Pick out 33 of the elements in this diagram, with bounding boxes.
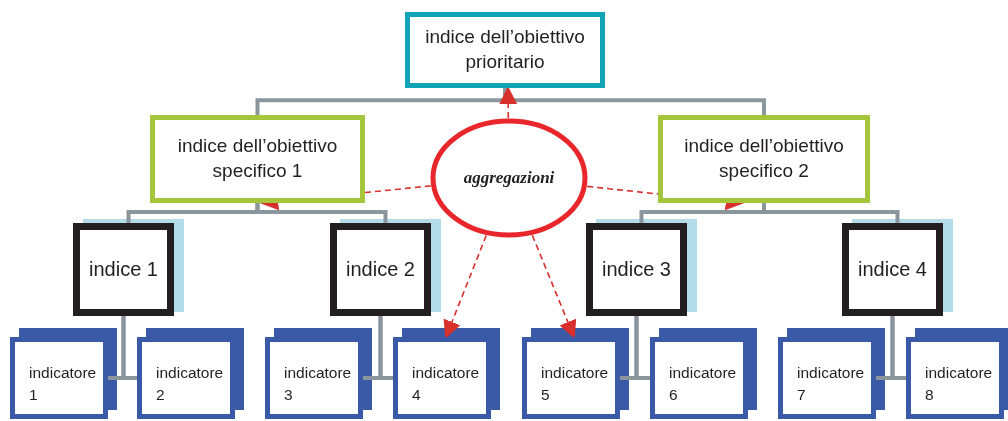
index-box bbox=[586, 223, 687, 316]
connector-line bbox=[634, 316, 650, 380]
dashed-arrow bbox=[499, 86, 518, 119]
aggregation-ellipse bbox=[430, 118, 588, 238]
node-text: indice dell’obiettivo specifico 2 bbox=[683, 134, 845, 183]
objective-box bbox=[658, 115, 870, 203]
index-box bbox=[330, 223, 431, 316]
node-text: indicatore 8 bbox=[925, 363, 994, 406]
goal-box bbox=[405, 12, 605, 88]
node-text: indicatore 2 bbox=[156, 363, 225, 406]
objective-box bbox=[150, 115, 365, 203]
node-text: indicatore 1 bbox=[29, 363, 98, 406]
node-text: indice dell’obiettivo specifico 1 bbox=[176, 134, 339, 183]
connector-line bbox=[762, 203, 900, 223]
node-text: indice 3 bbox=[602, 258, 671, 281]
index-box bbox=[842, 223, 943, 316]
node-text: indice 2 bbox=[346, 258, 415, 281]
node-text: indicatore 7 bbox=[797, 363, 866, 406]
node-text: indice 4 bbox=[858, 258, 927, 281]
node-text: indicatore 4 bbox=[412, 363, 481, 406]
node-text: indicatore 3 bbox=[284, 363, 353, 406]
connector-line bbox=[378, 316, 393, 380]
index-box bbox=[73, 223, 174, 316]
dashed-arrow bbox=[443, 234, 487, 339]
node-text: indicatore 5 bbox=[541, 363, 610, 406]
connector-line bbox=[121, 316, 137, 380]
node-text: indice 1 bbox=[89, 258, 158, 281]
node-text: aggregazioni bbox=[463, 168, 555, 188]
node-text: indice dell’obiettivo prioritario bbox=[424, 25, 586, 74]
connector-line bbox=[255, 203, 388, 223]
node-text: indicatore 6 bbox=[669, 363, 738, 406]
connector-line bbox=[890, 316, 906, 380]
dashed-arrow bbox=[531, 234, 577, 339]
